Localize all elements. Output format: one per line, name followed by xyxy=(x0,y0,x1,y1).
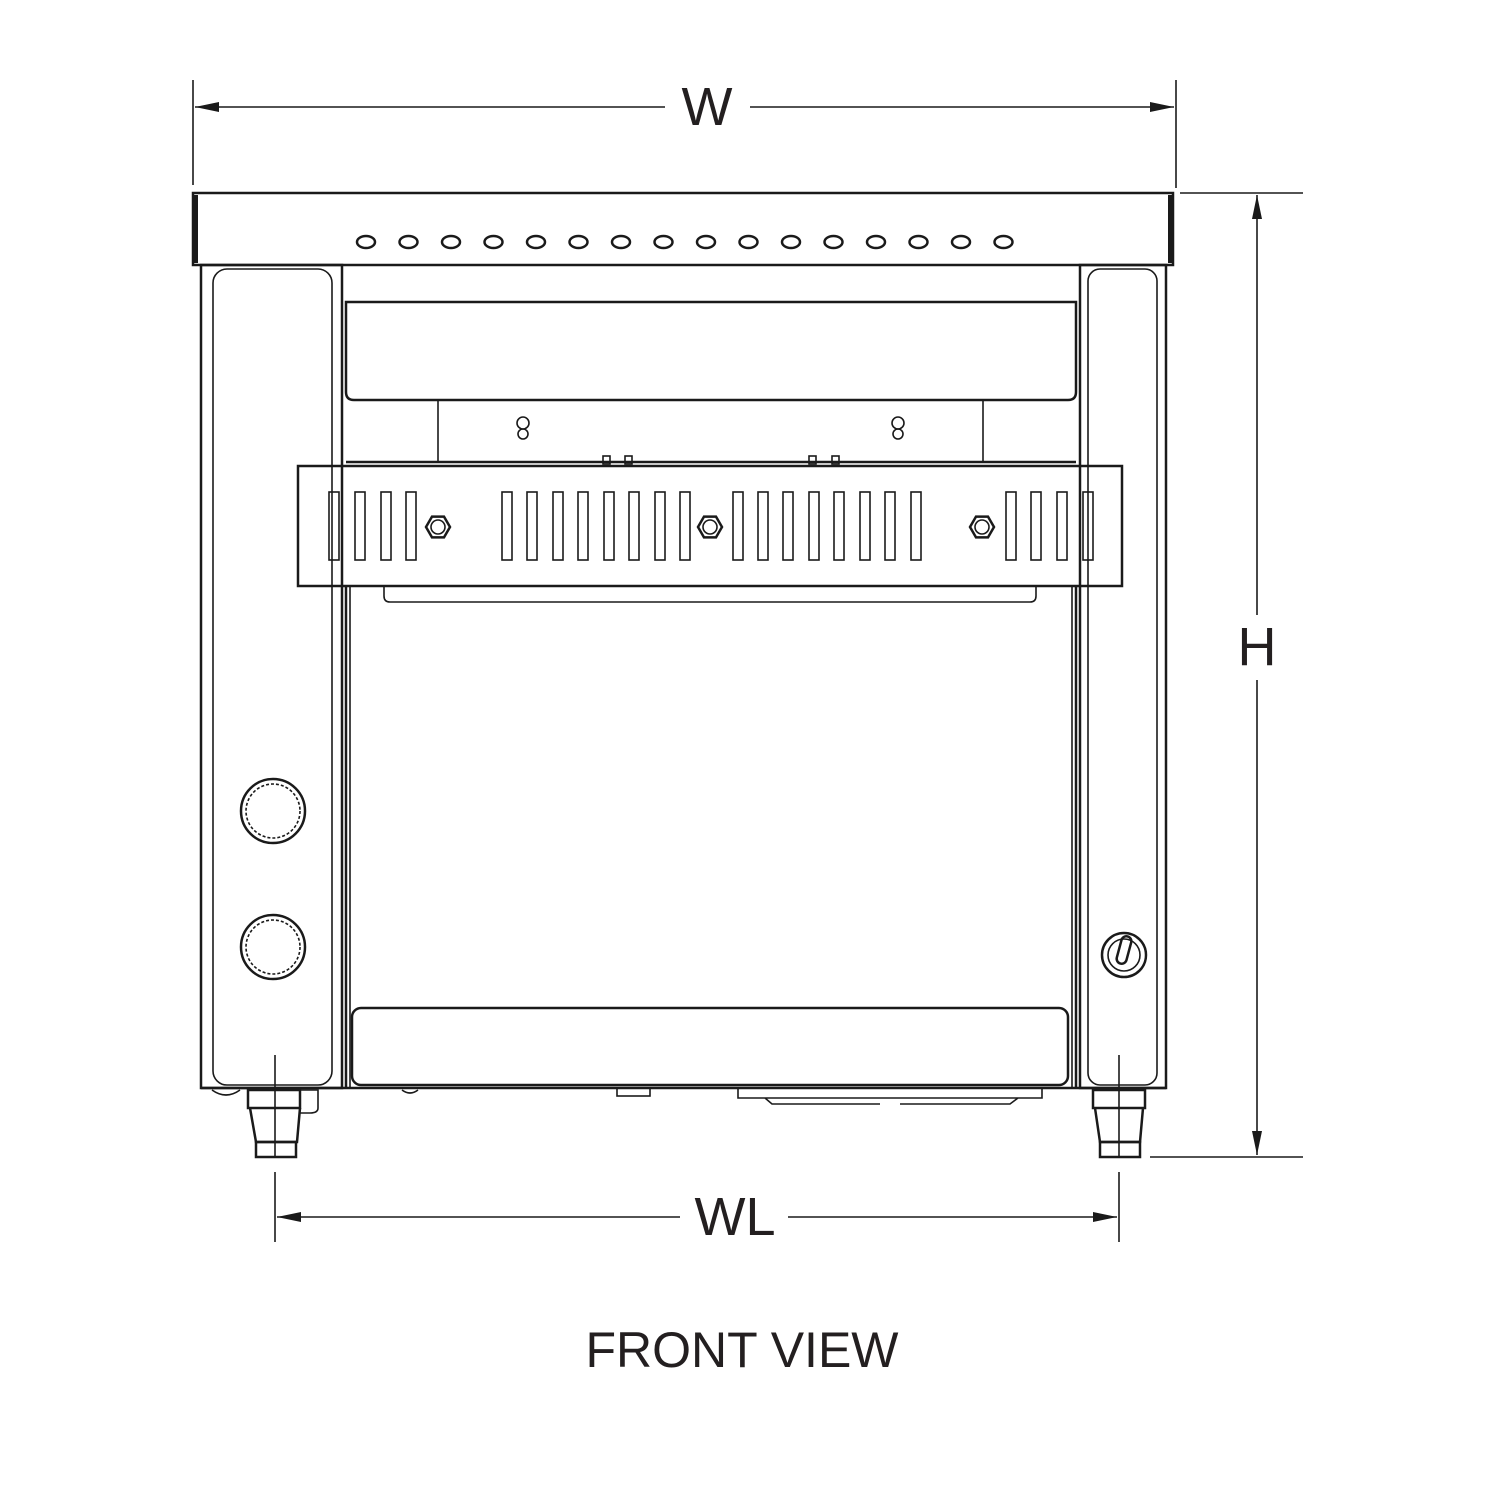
vent-slot xyxy=(552,491,564,561)
vent-slot xyxy=(501,491,513,561)
leg-width-label: WL xyxy=(694,1187,776,1247)
vent-hole xyxy=(780,234,802,250)
pin-icon xyxy=(516,416,530,440)
leg-width-dimension xyxy=(274,1172,1120,1242)
view-caption: FRONT VIEW xyxy=(585,1322,899,1378)
vent-hole xyxy=(653,234,674,250)
vent-hole xyxy=(525,234,547,250)
height-dimension xyxy=(1150,192,1303,1158)
pin-icon xyxy=(891,416,905,440)
hex-nut-icon xyxy=(968,515,996,539)
vent-hole xyxy=(610,234,632,250)
left-foot xyxy=(246,1055,319,1159)
vent-slot xyxy=(732,491,744,561)
width-dimension xyxy=(192,80,1177,188)
vent-hole xyxy=(823,234,844,250)
left-control-column xyxy=(199,263,344,1090)
vent-slot xyxy=(628,491,640,561)
power-switch-icon xyxy=(1100,931,1148,979)
crumb-tray xyxy=(350,1006,1070,1087)
vent-hole xyxy=(993,234,1014,250)
vent-slot xyxy=(354,491,366,561)
vent-slot xyxy=(679,491,691,561)
vent-slot xyxy=(405,491,417,561)
vent-slot xyxy=(910,491,922,561)
vent-slot xyxy=(654,491,666,561)
vent-hole xyxy=(865,234,887,250)
vent-slot xyxy=(833,491,845,561)
control-knob-icon xyxy=(239,913,307,981)
vent-slot xyxy=(380,491,392,561)
height-label: H xyxy=(1237,617,1277,677)
vent-hole xyxy=(355,234,377,250)
hex-nut-icon xyxy=(424,515,452,539)
width-label: W xyxy=(681,77,733,137)
top-vent-band xyxy=(191,191,1175,267)
vent-slot xyxy=(859,491,871,561)
vent-slot xyxy=(603,491,615,561)
vent-slot xyxy=(782,491,794,561)
vent-slot xyxy=(577,491,589,561)
vent-slot xyxy=(1005,491,1017,561)
vent-hole xyxy=(738,234,759,250)
right-foot xyxy=(1091,1055,1147,1159)
vent-slot xyxy=(808,491,820,561)
vent-slot xyxy=(328,491,340,561)
vent-slot xyxy=(1056,491,1068,561)
vent-slot xyxy=(884,491,896,561)
vent-hole xyxy=(483,234,504,250)
vent-hole xyxy=(568,234,589,250)
vent-slot xyxy=(1082,491,1094,561)
vent-slot xyxy=(526,491,538,561)
vent-hole xyxy=(950,234,972,250)
vent-slot xyxy=(757,491,769,561)
vent-hole xyxy=(440,234,462,250)
front-vent-bar xyxy=(296,464,1124,588)
control-knob-icon xyxy=(239,777,307,845)
upper-hood xyxy=(344,300,1078,402)
crumb-lip xyxy=(383,586,1037,603)
vent-hole xyxy=(695,234,717,250)
vent-slot xyxy=(1030,491,1042,561)
vent-hole xyxy=(398,234,419,250)
hex-nut-icon xyxy=(696,515,724,539)
vent-hole xyxy=(908,234,929,250)
